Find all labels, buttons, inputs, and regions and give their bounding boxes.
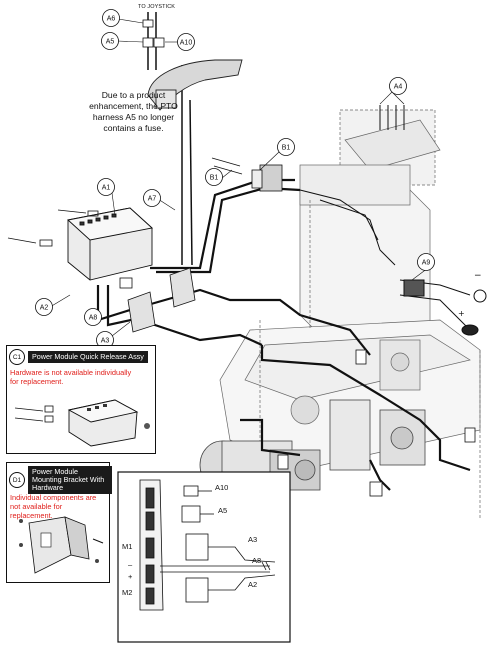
frame-connectors xyxy=(277,349,476,497)
kit-c1-note: Hardware is not available individually f… xyxy=(10,368,132,386)
callout-a7: A7 xyxy=(148,196,157,203)
callout-a9: A9 xyxy=(422,260,431,267)
detail-label-a2: A2 xyxy=(248,580,258,589)
svg-text:+: + xyxy=(458,309,465,318)
joystick-connectors xyxy=(142,19,165,48)
mounting-bracket xyxy=(119,267,196,333)
kit-c1-illustration xyxy=(14,399,150,447)
kit-c1-panel: C1 Power Module Quick Release Assy Hardw… xyxy=(6,345,156,454)
kit-c1-header: C1 Power Module Quick Release Assy xyxy=(9,349,148,365)
detail-label-a10: A10 xyxy=(215,483,229,492)
kit-c1-title: Power Module Quick Release Assy xyxy=(28,351,148,363)
kit-d1-illustration xyxy=(19,516,104,574)
harness-thin xyxy=(299,189,396,266)
screw-hardware xyxy=(379,105,405,130)
detail-label-m1: M1 xyxy=(122,542,133,551)
callout-b1-upper: B1 xyxy=(282,145,291,152)
detail-label-minus: – xyxy=(128,560,133,569)
callout-circles xyxy=(35,9,435,349)
leader-lines xyxy=(49,18,433,337)
svg-text:−: − xyxy=(474,271,482,281)
callout-a8: A8 xyxy=(89,315,98,322)
callout-a5: A5 xyxy=(106,39,115,46)
detail-label-a3: A3 xyxy=(248,535,258,544)
power-module xyxy=(67,207,153,281)
kit-d1-header: D1 Power Module Mounting Bracket With Ha… xyxy=(9,466,112,494)
detail-label-m2: M2 xyxy=(122,588,133,597)
callout-a10: A10 xyxy=(180,40,193,47)
detail-label-a8: A8 xyxy=(252,556,262,565)
kit-d1-note: Individual components are not available … xyxy=(10,493,97,520)
fuse-note: Due to a product enhancement, the PTO ha… xyxy=(89,90,178,133)
callout-a4: A4 xyxy=(394,84,403,91)
callout-a6: A6 xyxy=(107,16,116,23)
armrest-shroud xyxy=(147,59,243,111)
connector-detail-graphics xyxy=(117,471,291,643)
to-joystick-label: TO JOYSTICK xyxy=(138,4,176,10)
detail-label-a5: A5 xyxy=(218,506,228,515)
callout-a1: A1 xyxy=(102,185,111,192)
circuit-breaker xyxy=(211,157,283,192)
battery-terminals: − + xyxy=(399,271,487,336)
mounting-bolts xyxy=(7,209,99,247)
kit-d1-id: D1 xyxy=(9,472,25,488)
detail-label-plus: + xyxy=(128,572,133,581)
kit-d1-panel: D1 Power Module Mounting Bracket With Ha… xyxy=(6,462,112,583)
callout-a3: A3 xyxy=(101,338,110,345)
kit-c1-id: C1 xyxy=(9,349,25,365)
kit-d1-title: Power Module Mounting Bracket With Hardw… xyxy=(28,466,112,494)
callout-a2: A2 xyxy=(40,305,49,312)
callout-b1-lower: B1 xyxy=(210,175,219,182)
